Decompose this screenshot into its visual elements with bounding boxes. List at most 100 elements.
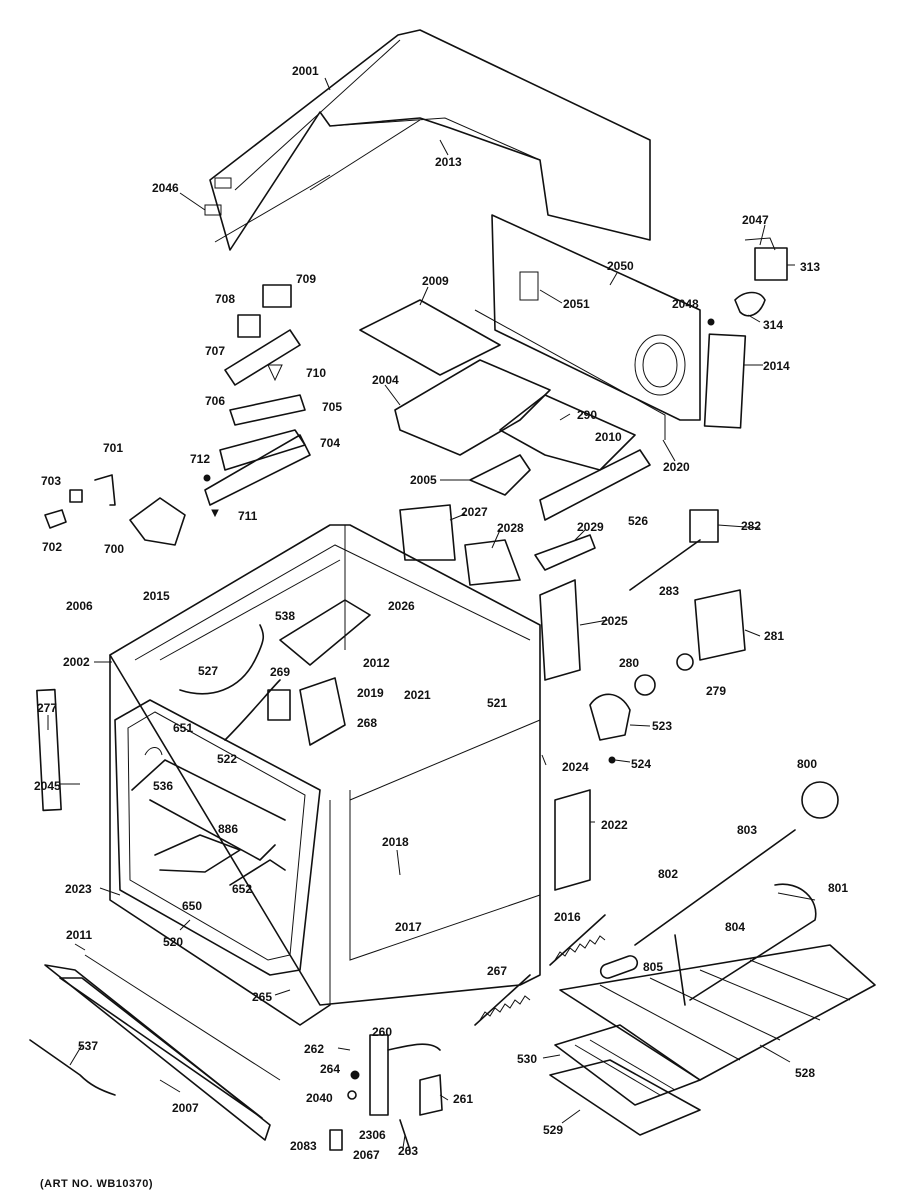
label-269: 269 bbox=[270, 665, 290, 679]
label-2020: 2020 bbox=[663, 460, 690, 474]
label-2024: 2024 bbox=[562, 760, 589, 774]
label-279: 279 bbox=[706, 684, 726, 698]
label-524: 524 bbox=[631, 757, 651, 771]
label-801: 801 bbox=[828, 881, 848, 895]
label-265: 265 bbox=[252, 990, 272, 1004]
bottom-vent-trim bbox=[29, 688, 281, 1141]
label-712: 712 bbox=[190, 452, 210, 466]
label-314: 314 bbox=[763, 318, 783, 332]
label-267: 267 bbox=[487, 964, 507, 978]
label-537: 537 bbox=[78, 1039, 98, 1053]
label-2028: 2028 bbox=[497, 521, 524, 535]
label-805: 805 bbox=[643, 960, 663, 974]
label-261: 261 bbox=[453, 1092, 473, 1106]
label-800: 800 bbox=[797, 757, 817, 771]
art-number: (ART NO. WB10370) bbox=[40, 1178, 153, 1190]
label-268: 268 bbox=[357, 716, 377, 730]
label-313: 313 bbox=[800, 260, 820, 274]
label-280: 280 bbox=[619, 656, 639, 670]
label-702: 702 bbox=[42, 540, 62, 554]
hinge-parts bbox=[329, 1034, 443, 1151]
label-530: 530 bbox=[517, 1052, 537, 1066]
label-2010: 2010 bbox=[595, 430, 622, 444]
label-2306: 2306 bbox=[359, 1128, 386, 1142]
label-2004: 2004 bbox=[372, 373, 399, 387]
rotisserie-assembly bbox=[599, 781, 839, 1006]
side-brackets bbox=[399, 504, 596, 891]
rear-panel bbox=[491, 214, 701, 421]
oven-cabinet-body bbox=[109, 524, 541, 1026]
label-709: 709 bbox=[296, 272, 316, 286]
label-2050: 2050 bbox=[607, 259, 634, 273]
label-536: 536 bbox=[153, 779, 173, 793]
label-260: 260 bbox=[372, 1025, 392, 1039]
label-703: 703 bbox=[41, 474, 61, 488]
label-886: 886 bbox=[218, 822, 238, 836]
label-2017: 2017 bbox=[395, 920, 422, 934]
label-652: 652 bbox=[232, 882, 252, 896]
label-706: 706 bbox=[205, 394, 225, 408]
broiler-pan bbox=[549, 1024, 701, 1136]
label-707: 707 bbox=[205, 344, 225, 358]
label-2014: 2014 bbox=[763, 359, 790, 373]
label-2013: 2013 bbox=[435, 155, 462, 169]
label-263: 263 bbox=[398, 1144, 418, 1158]
label-2047: 2047 bbox=[742, 213, 769, 227]
fan-motor-assembly bbox=[703, 237, 788, 429]
wiring-harness bbox=[179, 599, 371, 746]
label-710: 710 bbox=[306, 366, 326, 380]
label-529: 529 bbox=[543, 1123, 563, 1137]
label-2001: 2001 bbox=[292, 64, 319, 78]
label-277: 277 bbox=[37, 701, 57, 715]
label-2025: 2025 bbox=[601, 614, 628, 628]
label-2067: 2067 bbox=[353, 1148, 380, 1162]
label-802: 802 bbox=[658, 867, 678, 881]
label-2011: 2011 bbox=[66, 928, 92, 942]
label-522: 522 bbox=[217, 752, 237, 766]
label-521: 521 bbox=[487, 696, 507, 710]
door-springs bbox=[474, 914, 606, 1026]
label-264: 264 bbox=[320, 1062, 340, 1076]
label-705: 705 bbox=[322, 400, 342, 414]
label-262: 262 bbox=[304, 1042, 324, 1056]
label-2045: 2045 bbox=[34, 779, 61, 793]
label-290: 290 bbox=[577, 408, 597, 422]
top-cover-panel bbox=[204, 29, 651, 251]
leader-lines bbox=[47, 77, 816, 1149]
label-650: 650 bbox=[182, 899, 202, 913]
label-2006: 2006 bbox=[66, 599, 93, 613]
label-2051: 2051 bbox=[563, 297, 590, 311]
oven-rack bbox=[559, 944, 876, 1081]
label-520: 520 bbox=[163, 935, 183, 949]
label-708: 708 bbox=[215, 292, 235, 306]
label-804: 804 bbox=[725, 920, 745, 934]
label-2015: 2015 bbox=[143, 589, 170, 603]
label-711: 711 bbox=[238, 509, 258, 523]
label-2083: 2083 bbox=[290, 1139, 317, 1153]
label-2005: 2005 bbox=[410, 473, 437, 487]
label-2021: 2021 bbox=[404, 688, 431, 702]
label-704: 704 bbox=[320, 436, 340, 450]
label-538: 538 bbox=[275, 609, 295, 623]
label-700: 700 bbox=[104, 542, 124, 556]
label-528: 528 bbox=[795, 1066, 815, 1080]
label-281: 281 bbox=[764, 629, 784, 643]
label-2016: 2016 bbox=[554, 910, 581, 924]
label-2007: 2007 bbox=[172, 1101, 199, 1115]
label-283: 283 bbox=[659, 584, 679, 598]
door-lock-parts bbox=[44, 474, 186, 546]
label-701: 701 bbox=[103, 441, 123, 455]
label-2048: 2048 bbox=[672, 297, 699, 311]
label-527: 527 bbox=[198, 664, 218, 678]
label-803: 803 bbox=[737, 823, 757, 837]
switch-and-thermostat-group bbox=[203, 284, 311, 518]
label-2019: 2019 bbox=[357, 686, 384, 700]
label-2022: 2022 bbox=[601, 818, 628, 832]
label-651: 651 bbox=[173, 721, 193, 735]
label-2009: 2009 bbox=[422, 274, 449, 288]
label-2046: 2046 bbox=[152, 181, 179, 195]
label-2026: 2026 bbox=[388, 599, 415, 613]
label-2027: 2027 bbox=[461, 505, 488, 519]
label-2018: 2018 bbox=[382, 835, 409, 849]
label-2002: 2002 bbox=[63, 655, 90, 669]
